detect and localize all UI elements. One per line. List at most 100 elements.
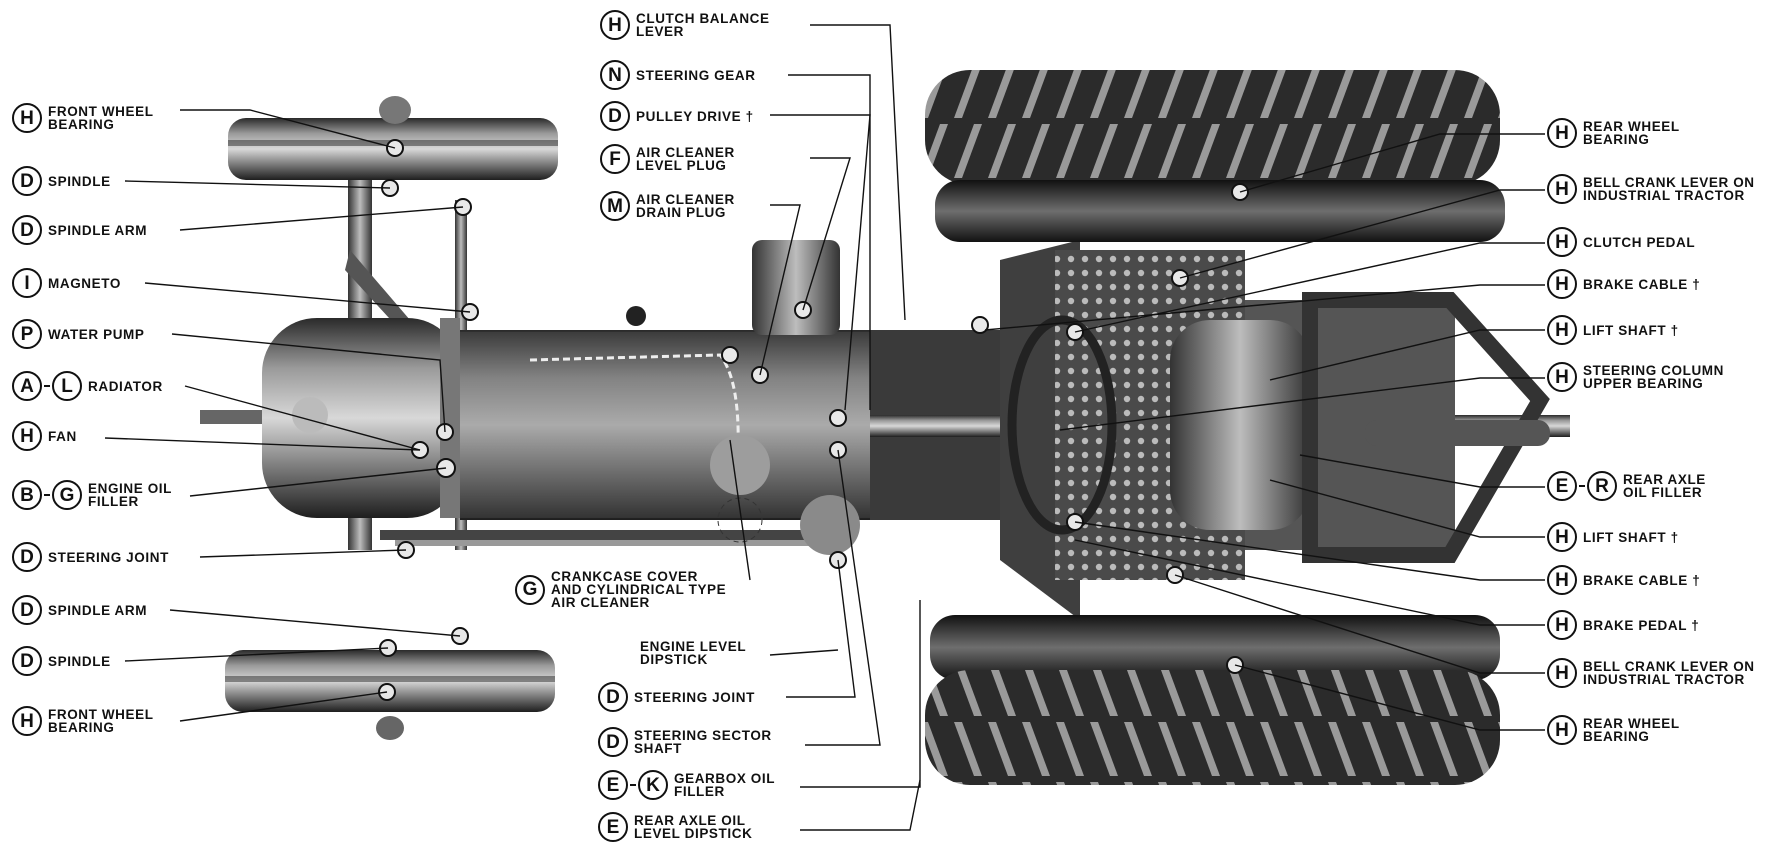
- callout-engine-level-dipstick: ENGINE LEVEL DIPSTICK: [640, 639, 747, 667]
- callout-code-circle: N: [600, 60, 630, 90]
- callout-code-circle: H: [1547, 715, 1577, 745]
- callout-text: BELL CRANK LEVER ON INDUSTRIAL TRACTOR: [1583, 175, 1755, 203]
- callout-code-circle: H: [12, 103, 42, 133]
- callout-air-cleaner-level-plug: F AIR CLEANER LEVEL PLUG: [600, 144, 735, 174]
- callout-spindle-arm-top: D SPINDLE ARM: [12, 215, 147, 245]
- code-connector: [630, 784, 636, 786]
- callout-text: FRONT WHEEL BEARING: [48, 707, 154, 735]
- callout-code-circle: H: [1547, 269, 1577, 299]
- callout-brake-cable-bottom: H BRAKE CABLE †: [1547, 565, 1700, 595]
- callout-code-circle: H: [1547, 610, 1577, 640]
- callout-code-circle: I: [12, 268, 42, 298]
- callout-steering-joint-left: D STEERING JOINT: [12, 542, 169, 572]
- callout-text: MAGNETO: [48, 275, 121, 291]
- callout-code-circle: H: [12, 421, 42, 451]
- callout-text: BRAKE CABLE †: [1583, 572, 1701, 588]
- callout-front-wheel-bearing-bottom: H FRONT WHEEL BEARING: [12, 706, 154, 736]
- callout-text: REAR WHEEL BEARING: [1583, 119, 1680, 147]
- fitting-clutch-balance: [971, 316, 989, 334]
- callout-text: REAR AXLE OIL FILLER: [1623, 472, 1706, 500]
- callout-code-circle: E: [598, 812, 628, 842]
- callout-code-circle: E: [1547, 471, 1577, 501]
- callout-code-circle: D: [600, 101, 630, 131]
- callout-code-circle: M: [600, 191, 630, 221]
- code-connector: [44, 385, 50, 387]
- callout-text: SPINDLE: [48, 173, 111, 189]
- callout-spindle-bottom: D SPINDLE: [12, 646, 111, 676]
- callout-rear-axle-oil-filler: E R REAR AXLE OIL FILLER: [1547, 471, 1706, 501]
- callout-text: REAR AXLE OIL LEVEL DIPSTICK: [634, 813, 753, 841]
- callout-text: REAR WHEEL BEARING: [1583, 716, 1680, 744]
- callout-text: PULLEY DRIVE †: [636, 108, 754, 124]
- callout-code-circle: G: [52, 480, 82, 510]
- callout-code-circle: D: [12, 166, 42, 196]
- callout-clutch-balance-lever: H CLUTCH BALANCE LEVER: [600, 10, 770, 40]
- callout-rear-axle-oil-level-dipstick: E REAR AXLE OIL LEVEL DIPSTICK: [598, 812, 752, 842]
- callout-spindle-top: D SPINDLE: [12, 166, 111, 196]
- code-connector: [44, 494, 50, 496]
- callout-text: SPINDLE ARM: [48, 602, 148, 618]
- callout-text: FRONT WHEEL BEARING: [48, 104, 154, 132]
- callout-code-circle: H: [1547, 315, 1577, 345]
- callout-rear-wheel-bearing-bottom: H REAR WHEEL BEARING: [1547, 715, 1680, 745]
- callout-text: SPINDLE ARM: [48, 222, 148, 238]
- callout-code-circle: D: [12, 542, 42, 572]
- callout-text: RADIATOR: [88, 378, 163, 394]
- callout-brake-pedal: H BRAKE PEDAL †: [1547, 610, 1699, 640]
- callout-code-circle: K: [638, 770, 668, 800]
- callout-code-circle: H: [600, 10, 630, 40]
- callout-code-circle: P: [12, 319, 42, 349]
- callout-code-circle: D: [12, 595, 42, 625]
- callout-text: STEERING JOINT: [634, 689, 755, 705]
- callout-water-pump: P WATER PUMP: [12, 319, 145, 349]
- callout-text: CRANKCASE COVER AND CYLINDRICAL TYPE AIR…: [551, 569, 727, 610]
- code-connector: [1579, 485, 1585, 487]
- front-wheel-bottom: [225, 650, 555, 740]
- rear-tyre-bottom: [925, 615, 1500, 785]
- callout-text: ENGINE OIL FILLER: [88, 481, 173, 509]
- callout-text: SPINDLE: [48, 653, 111, 669]
- callout-text: WATER PUMP: [48, 326, 145, 342]
- callout-code-circle: E: [598, 770, 628, 800]
- callout-pulley-drive: D PULLEY DRIVE †: [600, 101, 754, 131]
- callout-code-circle: F: [600, 144, 630, 174]
- callout-text: STEERING SECTOR SHAFT: [634, 728, 772, 756]
- callout-code-circle: A: [12, 371, 42, 401]
- callout-gearbox-oil-filler: E K GEARBOX OIL FILLER: [598, 770, 775, 800]
- callout-code-circle: D: [12, 215, 42, 245]
- callout-code-circle: H: [1547, 522, 1577, 552]
- callout-text: LIFT SHAFT †: [1583, 322, 1679, 338]
- callout-steering-sector-shaft: D STEERING SECTOR SHAFT: [598, 727, 772, 757]
- callout-fan: H FAN: [12, 421, 77, 451]
- callout-spindle-arm-bottom: D SPINDLE ARM: [12, 595, 147, 625]
- callout-text: BELL CRANK LEVER ON INDUSTRIAL TRACTOR: [1583, 659, 1755, 687]
- callout-bell-crank-lever-top: H BELL CRANK LEVER ON INDUSTRIAL TRACTOR: [1547, 174, 1755, 204]
- callout-code-circle: H: [1547, 565, 1577, 595]
- callout-steering-joint-center: D STEERING JOINT: [598, 682, 755, 712]
- callout-engine-oil-filler: B G ENGINE OIL FILLER: [12, 480, 172, 510]
- callout-radiator: A L RADIATOR: [12, 371, 163, 401]
- callout-code-circle: H: [1547, 174, 1577, 204]
- callout-text: ENGINE LEVEL DIPSTICK: [640, 639, 747, 667]
- leader-lines: [104, 24, 1545, 831]
- callout-text: BRAKE CABLE †: [1583, 276, 1701, 292]
- callout-code-circle: G: [515, 574, 545, 605]
- callout-code-circle: L: [52, 371, 82, 401]
- callout-code-circle: D: [598, 727, 628, 757]
- callout-steering-column-upper-bearing: H STEERING COLUMN UPPER BEARING: [1547, 362, 1724, 392]
- fitting-steering-gear: [829, 409, 847, 427]
- callout-text: STEERING COLUMN UPPER BEARING: [1583, 363, 1725, 391]
- fitting-air-cleaner-level: [721, 346, 739, 364]
- callout-front-wheel-bearing-top: H FRONT WHEEL BEARING: [12, 103, 154, 133]
- callout-text: STEERING JOINT: [48, 549, 169, 565]
- callout-code-circle: B: [12, 480, 42, 510]
- callout-code-circle: H: [1547, 362, 1577, 392]
- callout-code-circle: D: [12, 646, 42, 676]
- callout-text: CLUTCH BALANCE LEVER: [636, 11, 770, 39]
- callout-text: BRAKE PEDAL †: [1583, 617, 1700, 633]
- rear-platform: [1007, 250, 1550, 580]
- callout-text: AIR CLEANER DRAIN PLUG: [636, 192, 735, 220]
- callout-code-circle: R: [1587, 471, 1617, 501]
- rear-tyre-top: [925, 70, 1505, 242]
